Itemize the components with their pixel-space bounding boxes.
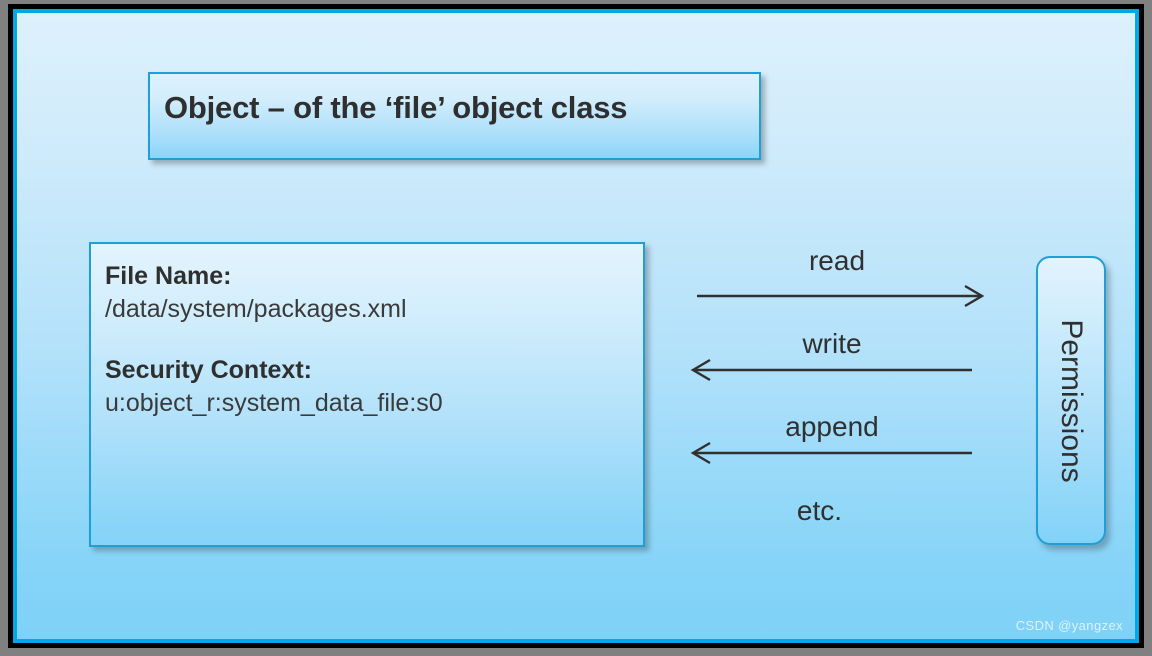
permissions-label: Permissions: [1055, 318, 1088, 483]
security-context-label: Security Context:: [105, 356, 312, 384]
file-name-label: File Name:: [105, 262, 232, 290]
arrow-left-icon: [690, 441, 972, 465]
spacer: [105, 326, 643, 354]
arrow-left-icon: [690, 358, 972, 382]
object-file-box: File Name: /data/system/packages.xml Sec…: [89, 242, 645, 547]
arrow-label-append: append: [785, 411, 879, 442]
arrow-right-icon: [697, 284, 985, 308]
permissions-box: Permissions: [1036, 256, 1106, 545]
watermark: CSDN @yangzex: [1015, 618, 1123, 633]
arrows-area: read write append: [677, 245, 997, 545]
arrow-label-write: write: [802, 328, 862, 359]
security-context-value: u:object_r:system_data_file:s0: [105, 389, 443, 417]
file-name-value: /data/system/packages.xml: [105, 295, 407, 323]
slide-canvas: Object – of the ‘file’ object class File…: [17, 13, 1135, 639]
title-box: Object – of the ‘file’ object class: [148, 72, 761, 160]
arrows-footnote: etc.: [796, 495, 843, 526]
title-text: Object – of the ‘file’ object class: [164, 90, 628, 125]
slide-frame: Object – of the ‘file’ object class File…: [8, 4, 1144, 648]
arrow-label-read: read: [808, 245, 866, 276]
